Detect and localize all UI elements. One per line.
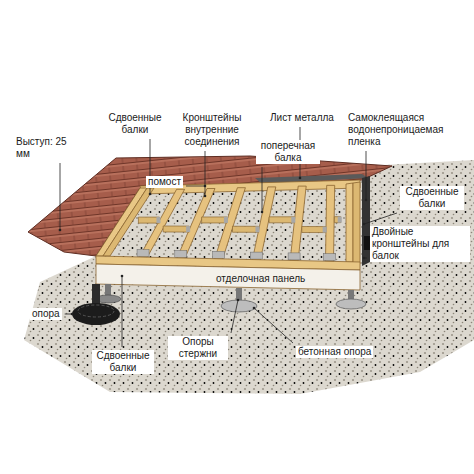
- pedestal-ribs: [78, 305, 114, 317]
- leader-dot: [253, 307, 256, 310]
- leader-line: [364, 213, 397, 224]
- leader-dot: [204, 185, 207, 188]
- leader-line: [186, 186, 205, 187]
- inner-bracket: [338, 217, 342, 223]
- pedestal-base: [72, 303, 120, 325]
- cross-beam: [269, 217, 294, 223]
- leader-dot: [71, 313, 74, 316]
- leader-dot: [299, 177, 302, 180]
- inner-bracket: [186, 226, 190, 232]
- leader-dot: [261, 211, 264, 214]
- part-label: Сдвоенные балки: [400, 186, 464, 210]
- leader-line: [231, 300, 238, 333]
- joist: [290, 186, 306, 261]
- concrete-support: [221, 300, 257, 312]
- cross-beam: [163, 226, 189, 232]
- pedestal-stem: [92, 284, 100, 306]
- part-label: опора: [30, 308, 62, 320]
- part-label: Опоры стержни: [168, 336, 228, 360]
- joist: [325, 185, 334, 261]
- leader-line: [122, 276, 123, 347]
- leader-line: [254, 308, 293, 343]
- joist-bracket: [323, 254, 335, 261]
- part-label: Выступ: 25 мм: [14, 136, 70, 160]
- part-label: помост: [146, 176, 183, 188]
- shingle-roof: [28, 156, 392, 256]
- cross-beam: [334, 217, 340, 223]
- part-label: Сдвоенные балки: [104, 112, 166, 136]
- part-label: Двойные кронштейны для балок: [370, 226, 470, 262]
- inner-bracket: [291, 217, 295, 223]
- concrete-support: [336, 299, 366, 309]
- joist: [139, 189, 185, 257]
- part-label: Сдвоенные балки: [92, 350, 154, 374]
- leader-dot: [237, 299, 240, 302]
- part-label: Лист металла: [268, 112, 352, 124]
- double-beam-right: [353, 182, 360, 264]
- leader-line: [205, 151, 206, 196]
- cross-beam: [202, 217, 227, 223]
- leader-line: [366, 151, 367, 200]
- joist: [215, 188, 246, 260]
- part-label: бетонная опора: [296, 346, 373, 358]
- joist-bracket: [213, 251, 225, 258]
- inner-bracket: [224, 217, 228, 223]
- part-label: Самоклеящаяся водонепроницаемая пленка: [346, 112, 470, 148]
- double-beam-right: [346, 183, 353, 262]
- leader-dot: [363, 223, 366, 226]
- part-label: Кронштейны внутренние соединения: [178, 112, 246, 148]
- inner-bracket: [156, 217, 160, 223]
- leader-dot: [149, 193, 152, 196]
- inner-bracket: [323, 227, 327, 233]
- leader-line: [60, 163, 61, 230]
- leader-dot: [204, 195, 207, 198]
- cross-beam: [138, 217, 159, 223]
- finish-panel: [96, 264, 360, 290]
- joist: [252, 187, 275, 260]
- joist-bracket: [250, 252, 262, 259]
- leader-dot: [121, 275, 124, 278]
- joist-bracket: [288, 253, 300, 260]
- part-label: поперечная балка: [256, 140, 320, 164]
- part-label: отделочная панель: [214, 273, 307, 285]
- joist: [177, 189, 215, 259]
- leader-dot: [365, 199, 368, 202]
- joist-bracket: [137, 250, 149, 257]
- leader-dot: [59, 229, 62, 232]
- cross-beam: [302, 227, 326, 233]
- cross-beam: [232, 226, 258, 232]
- joist-bracket: [175, 251, 187, 258]
- leader-line: [262, 167, 263, 212]
- leader-dot: [363, 257, 366, 260]
- inner-bracket: [255, 226, 259, 232]
